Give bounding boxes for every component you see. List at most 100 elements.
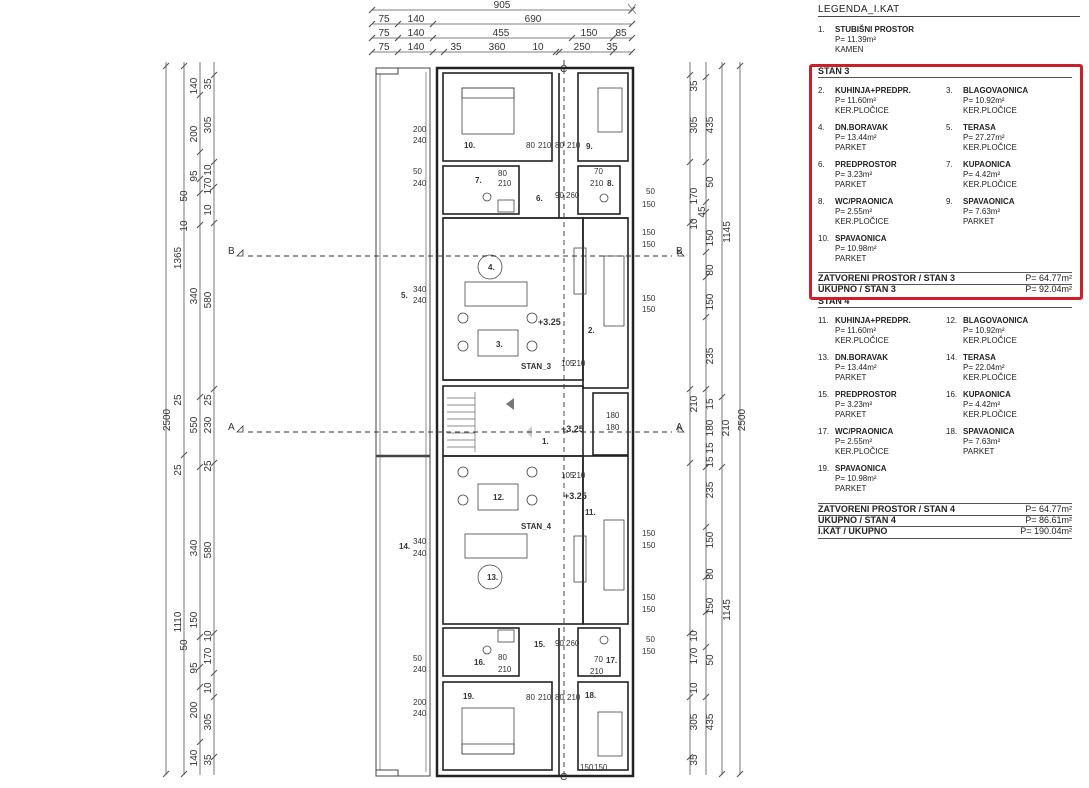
right-dimension-values: 2500 1145 1145 35 305 170 10 150 80 150 … [689, 80, 748, 766]
opening-height: 210 [498, 665, 512, 674]
dim-left-innermost: 150 [189, 611, 200, 628]
room-num: 13. [818, 353, 830, 362]
room-number: 2. [588, 326, 595, 335]
dim-right-inner: 80 [705, 568, 716, 580]
dim-right-inner: 150 [705, 531, 716, 548]
dim-right-inner: 170 [689, 647, 700, 664]
opening-height: 150 [642, 200, 656, 209]
opening-width: 105 [561, 359, 575, 368]
total-value: P= 86.61m² [1025, 515, 1072, 525]
opening-width: 80 [526, 141, 535, 150]
dim-left-innermost: 35 [203, 754, 214, 766]
section-lines [248, 60, 672, 778]
dim-right-inner: 10 [689, 218, 700, 230]
room-name: KUHINJA+PREDPR. [835, 316, 911, 325]
room-area: P= 13.44m² [835, 133, 877, 142]
opening-width: 340 [413, 285, 427, 294]
dim-left-innermost: 10 [203, 630, 214, 642]
floor-plan-drawing: 905 75 140 690 75 140 455 150 85 75 140 … [162, 0, 748, 783]
room-num: 9. [946, 197, 953, 206]
dim-left-inner: 25 [173, 464, 184, 476]
room-number: 5. [401, 291, 408, 300]
total-value: P= 64.77m² [1025, 273, 1072, 283]
room-name: SPAVAONICA [835, 464, 887, 473]
opening-width: 50 [646, 635, 655, 644]
opening-height: 150 [642, 541, 656, 550]
dim-left-innermost: 10 [203, 682, 214, 694]
room-numbers: 1. 2. 3. 4. 5. 6. 7. 8. 9. 10. 11. 12. 1… [399, 141, 617, 701]
dim-top-row2: 75 [378, 14, 390, 25]
opening-width: 150 [642, 294, 656, 303]
room-finish: KER.PLOČICE [963, 410, 1017, 419]
left-dimension-ticks [162, 62, 218, 778]
opening-height: 260 [566, 639, 580, 648]
corner-marks [627, 3, 637, 15]
room-number: 8. [607, 179, 614, 188]
dim-left-inner: 25 [173, 394, 184, 406]
dim-left-inner: 95 [189, 170, 200, 182]
dim-top-row4: 35 [606, 42, 618, 53]
room-num: 10. [818, 234, 830, 243]
top-dimension-values: 905 75 140 690 75 140 455 150 85 75 140 … [378, 0, 627, 53]
total-label: ZATVORENI PROSTOR / STAN 4 [818, 504, 956, 514]
room-number: 15. [534, 640, 545, 649]
room-finish: KER.PLOČICE [963, 143, 1017, 152]
opening-width: 50 [413, 654, 422, 663]
section-mark-c: C [560, 64, 567, 75]
dim-top-row3: 455 [493, 28, 510, 39]
room-area: P= 7.63m² [963, 207, 1001, 216]
dim-left-innermost: 305 [203, 116, 214, 133]
room-name: SPAVAONICA [835, 234, 887, 243]
opening-height: 150 [642, 647, 656, 656]
room-area: P= 2.55m² [835, 437, 873, 446]
dim-right-inner: 305 [689, 116, 700, 133]
dim-left-innermost: 10 [203, 164, 214, 176]
opening-height: 150 [642, 605, 656, 614]
room-num: 4. [818, 123, 825, 132]
room-num: 5. [946, 123, 953, 132]
dim-left-innermost: 25 [203, 460, 214, 472]
room-finish: KER.PLOČICE [963, 180, 1017, 189]
opening-height: 150 [642, 240, 656, 249]
room-name: SPAVAONICA [963, 197, 1015, 206]
total-value: P= 92.04m² [1025, 284, 1072, 294]
room-name: DN.BORAVAK [835, 123, 889, 132]
opening-height: 210 [572, 359, 586, 368]
legend-title-underline [818, 16, 1080, 17]
room-finish: PARKET [835, 410, 867, 419]
room-finish: KER.PLOČICE [835, 106, 889, 115]
apartment-label-stan4: STAN_4 [521, 522, 552, 531]
dim-left-innermost: 305 [203, 713, 214, 730]
room-name: KUPAONICA [963, 390, 1011, 399]
dim-right-inner: 35 [689, 80, 700, 92]
room-number: 16. [474, 658, 485, 667]
dim-right-inner: 150 [705, 293, 716, 310]
opening-width: 150 [580, 763, 594, 772]
room-area: P= 10.92m² [963, 96, 1005, 105]
dim-right-innermost: 50 [705, 176, 716, 188]
dim-right-inner: 10 [689, 682, 700, 694]
dim-right-mid: 1145 [722, 599, 733, 621]
opening-height: 210 [538, 141, 552, 150]
dim-top-row3: 140 [408, 28, 425, 39]
dim-right-inner: 180 [705, 419, 716, 436]
dim-top-row4: 140 [408, 42, 425, 53]
dim-left-inner: 200 [189, 701, 200, 718]
room-area: P= 11.60m² [835, 96, 876, 105]
dim-right-innermost: 435 [705, 116, 716, 133]
room-num: 17. [818, 427, 830, 436]
opening-height: 240 [413, 709, 427, 718]
dim-left-innermost: 35 [203, 78, 214, 90]
opening-width: 50 [646, 187, 655, 196]
terrace-strip [375, 67, 431, 777]
room-area: P= 3.23m² [835, 400, 873, 409]
opening-width: 200 [413, 125, 427, 134]
room-finish: PARKET [963, 447, 995, 456]
opening-height: 210 [498, 179, 512, 188]
room-name: TERASA [963, 123, 996, 132]
dim-top-row4: 360 [489, 42, 506, 53]
room-finish: PARKET [835, 254, 867, 263]
dim-top-row1: 905 [494, 0, 511, 11]
room-finish: KER.PLOČICE [835, 447, 889, 456]
room-num: 6. [818, 160, 825, 169]
